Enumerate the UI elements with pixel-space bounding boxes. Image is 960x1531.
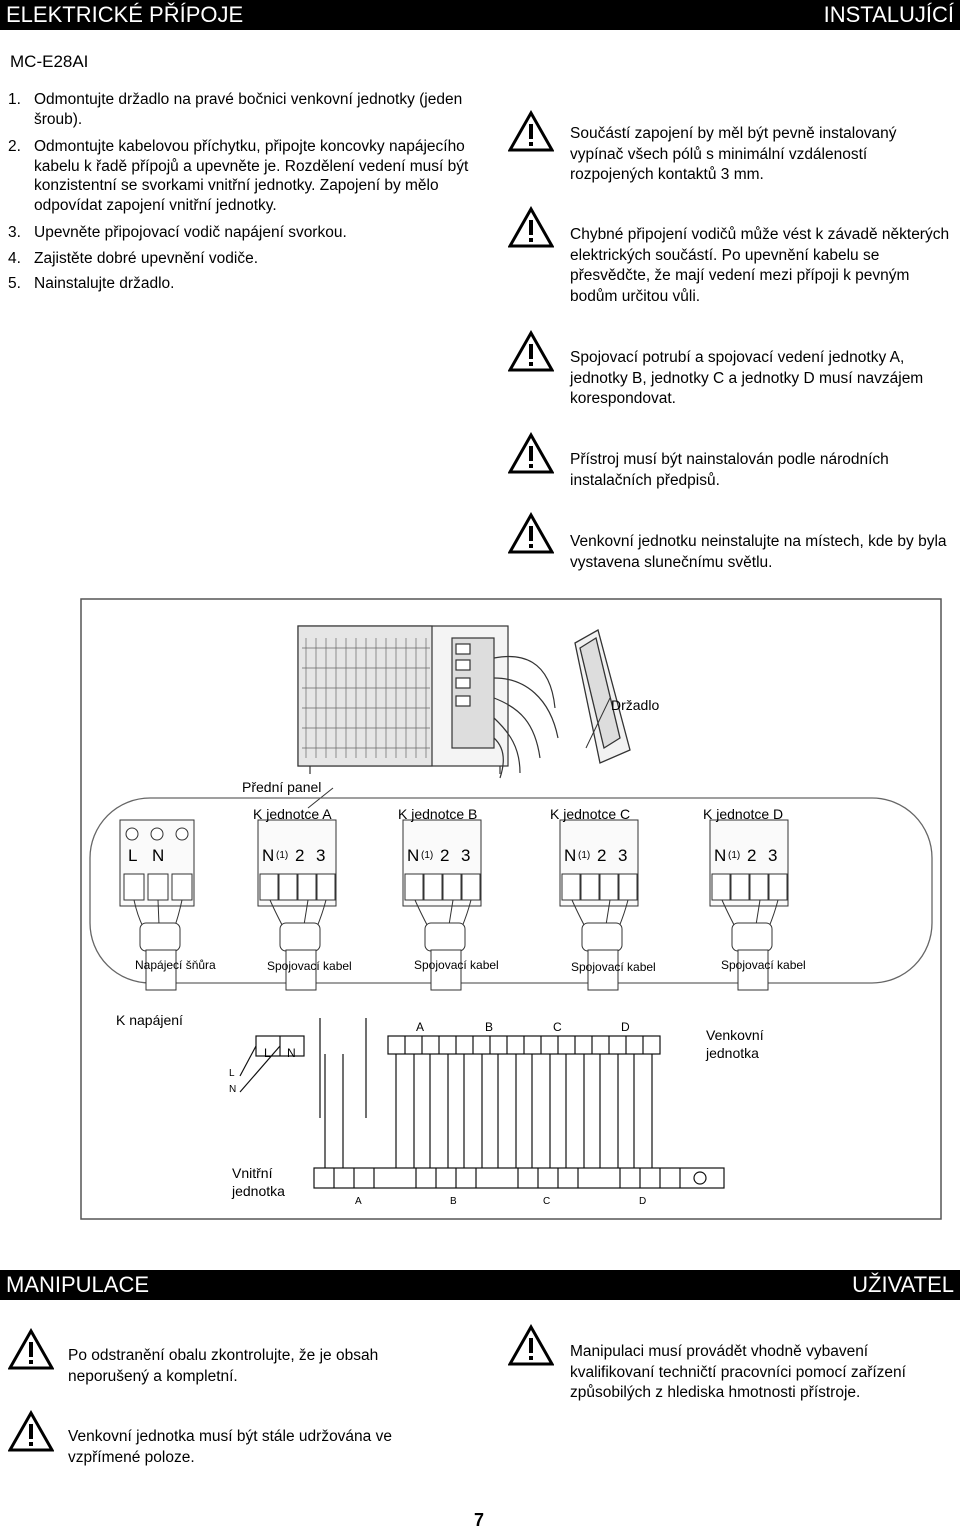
warning-text: Spojovací potrubí a spojovací vedení jed… [570, 349, 924, 407]
warning-text: Venkovní jednotka musí být stále udržová… [68, 1428, 392, 1466]
step-number: 4. [8, 249, 21, 267]
step-number: 2. [8, 138, 21, 155]
unit-d-label: K jednotce D [703, 806, 784, 822]
page-number: 7 [474, 1510, 485, 1530]
front-panel-label: Přední panel [242, 779, 322, 795]
step-item: 1. Odmontujte držadlo na pravé bočnici ve… [8, 90, 478, 129]
terminal-n: N [262, 846, 275, 865]
step-item: 4. Zajistěte dobré upevnění vodiče. [8, 249, 478, 269]
terminal-l: L [128, 846, 138, 865]
warning-triangle-icon [508, 1324, 554, 1366]
step-number: 5. [8, 275, 21, 292]
step-text: Odmontujte kabelovou příchytku, připojte… [34, 138, 469, 214]
terminal-2: 2 [440, 846, 450, 865]
terminal-2: 2 [597, 846, 607, 865]
section-header: MANIPULACE UŽIVATEL [0, 1270, 960, 1300]
warning-text: Přístroj musí být nainstalován podle nár… [570, 451, 889, 489]
warning-triangle-icon [8, 1410, 54, 1452]
wiring-n: N [229, 1084, 237, 1095]
section-tag: INSTALUJÍCÍ [823, 2, 954, 27]
terminal-3: 3 [461, 846, 471, 865]
indoor-unit-label: Vnitřní jednotka [232, 1165, 285, 1199]
section-header: ELEKTRICKÉ PŘÍPOJE INSTALUJÍCÍ [0, 0, 960, 30]
warning-triangle-icon [508, 206, 554, 248]
step-number: 1. [8, 91, 21, 108]
cable-label: Spojovací kabel [721, 958, 806, 972]
wiring-l: L [229, 1068, 235, 1079]
cable-label: Spojovací kabel [414, 958, 499, 972]
wiring-unit-d: D [621, 1020, 630, 1034]
terminal-block-c [559, 819, 639, 991]
terminal-3: 3 [618, 846, 628, 865]
terminal-block-power [119, 819, 195, 991]
wiring-schematic [239, 1018, 725, 1189]
terminal-3: 3 [316, 846, 326, 865]
warning-triangle-icon [508, 330, 554, 372]
terminal-n: N [564, 846, 577, 865]
section-tag: UŽIVATEL [852, 1272, 954, 1297]
warning-triangle-icon [508, 432, 554, 474]
terminal-block-a [257, 819, 337, 991]
terminal-2: 2 [295, 846, 305, 865]
indoor-unit-c: C [543, 1196, 551, 1207]
terminal-3: 3 [768, 846, 778, 865]
wiring-diagram [80, 598, 942, 1220]
terminal-1: (1) [276, 850, 289, 861]
section-title: ELEKTRICKÉ PŘÍPOJE [6, 2, 244, 27]
step-text: Nainstalujte držadlo. [34, 275, 175, 292]
terminal-block-d [709, 819, 789, 991]
warning-text: Po odstranění obalu zkontrolujte, že je … [68, 1347, 379, 1385]
step-text: Upevněte připojovací vodič napájení svor… [34, 224, 347, 241]
step-item: 2. Odmontujte kabelovou příchytku, připoj… [8, 137, 478, 215]
unit-a-label: K jednotce A [253, 806, 332, 822]
terminal-block-b [402, 819, 482, 991]
section-title: MANIPULACE [6, 1272, 150, 1297]
handle-label: Držadlo [611, 697, 660, 713]
outdoor-unit-label: Venkovní jednotka [706, 1027, 764, 1061]
handling-warning-right: Manipulaci musí provádět vhodně vybavení… [508, 1324, 928, 1444]
terminal-n: N [714, 846, 727, 865]
wiring-unit-a: A [416, 1020, 425, 1034]
handling-warnings-left: Po odstranění obalu zkontrolujte, že je … [8, 1328, 468, 1488]
terminal-panel-outline [89, 797, 933, 984]
unit-c-label: K jednotce C [550, 806, 631, 822]
step-text: Odmontujte držadlo na pravé bočnici venk… [34, 91, 463, 128]
warning-triangle-icon [508, 512, 554, 554]
step-item: 5. Nainstalujte držadlo. [8, 274, 478, 294]
terminal-2: 2 [747, 846, 757, 865]
diagram-frame [80, 598, 942, 1220]
terminal-1: (1) [578, 850, 591, 861]
indoor-unit-d: D [639, 1196, 647, 1207]
power-label: K napájení [116, 1012, 183, 1028]
warning-text: Chybné připojení vodičů může vést k záva… [570, 226, 950, 305]
model-number: MC-E28AI [10, 52, 89, 71]
warning-text: Manipulaci musí provádět vhodně vybavení… [570, 1343, 906, 1401]
indoor-unit-a: A [355, 1196, 362, 1207]
handle-illustration [574, 629, 631, 764]
warning-triangle-icon [8, 1328, 54, 1370]
installation-steps: 1. Odmontujte držadlo na pravé bočnici ve… [8, 90, 478, 302]
power-cord-label: Napájecí šňůra [135, 958, 216, 972]
indoor-unit-b: B [450, 1196, 457, 1207]
step-item: 3. Upevněte připojovací vodič napájení sv… [8, 223, 478, 243]
warning-text: Venkovní jednotku neinstalujte na místec… [570, 533, 947, 571]
step-text: Zajistěte dobré upevnění vodiče. [34, 249, 259, 267]
cable-label: Spojovací kabel [571, 960, 656, 974]
wiring-unit-c: C [553, 1020, 562, 1034]
wiring-n: N [287, 1046, 296, 1060]
terminal-n: N [152, 846, 165, 865]
wiring-l: L [264, 1046, 271, 1060]
warning-triangle-icon [508, 110, 554, 152]
terminal-n: N [407, 846, 420, 865]
cable-label: Spojovací kabel [267, 959, 352, 973]
terminal-1: (1) [421, 850, 434, 861]
step-number: 3. [8, 224, 21, 241]
wiring-unit-b: B [485, 1020, 494, 1034]
warning-text: Součástí zapojení by měl být pevně insta… [570, 125, 897, 183]
unit-b-label: K jednotce B [398, 806, 478, 822]
terminal-1: (1) [728, 850, 741, 861]
outdoor-unit-illustration [297, 625, 559, 779]
